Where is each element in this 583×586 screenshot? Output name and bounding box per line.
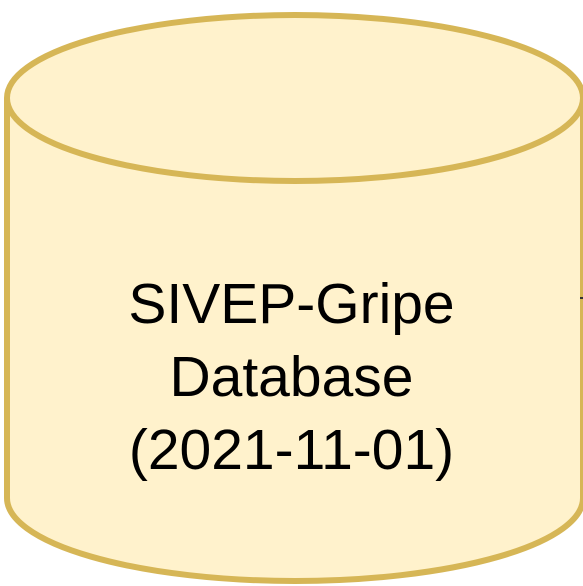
database-label: SIVEP-Gripe Database (2021-11-01)	[0, 268, 583, 487]
database-label-line-3: (2021-11-01)	[128, 418, 455, 482]
database-label-line-2: Database	[169, 345, 414, 409]
database-cylinder-body	[4, 98, 583, 584]
database-cylinder-top	[4, 12, 583, 184]
database-label-line-1: SIVEP-Gripe	[128, 272, 455, 336]
